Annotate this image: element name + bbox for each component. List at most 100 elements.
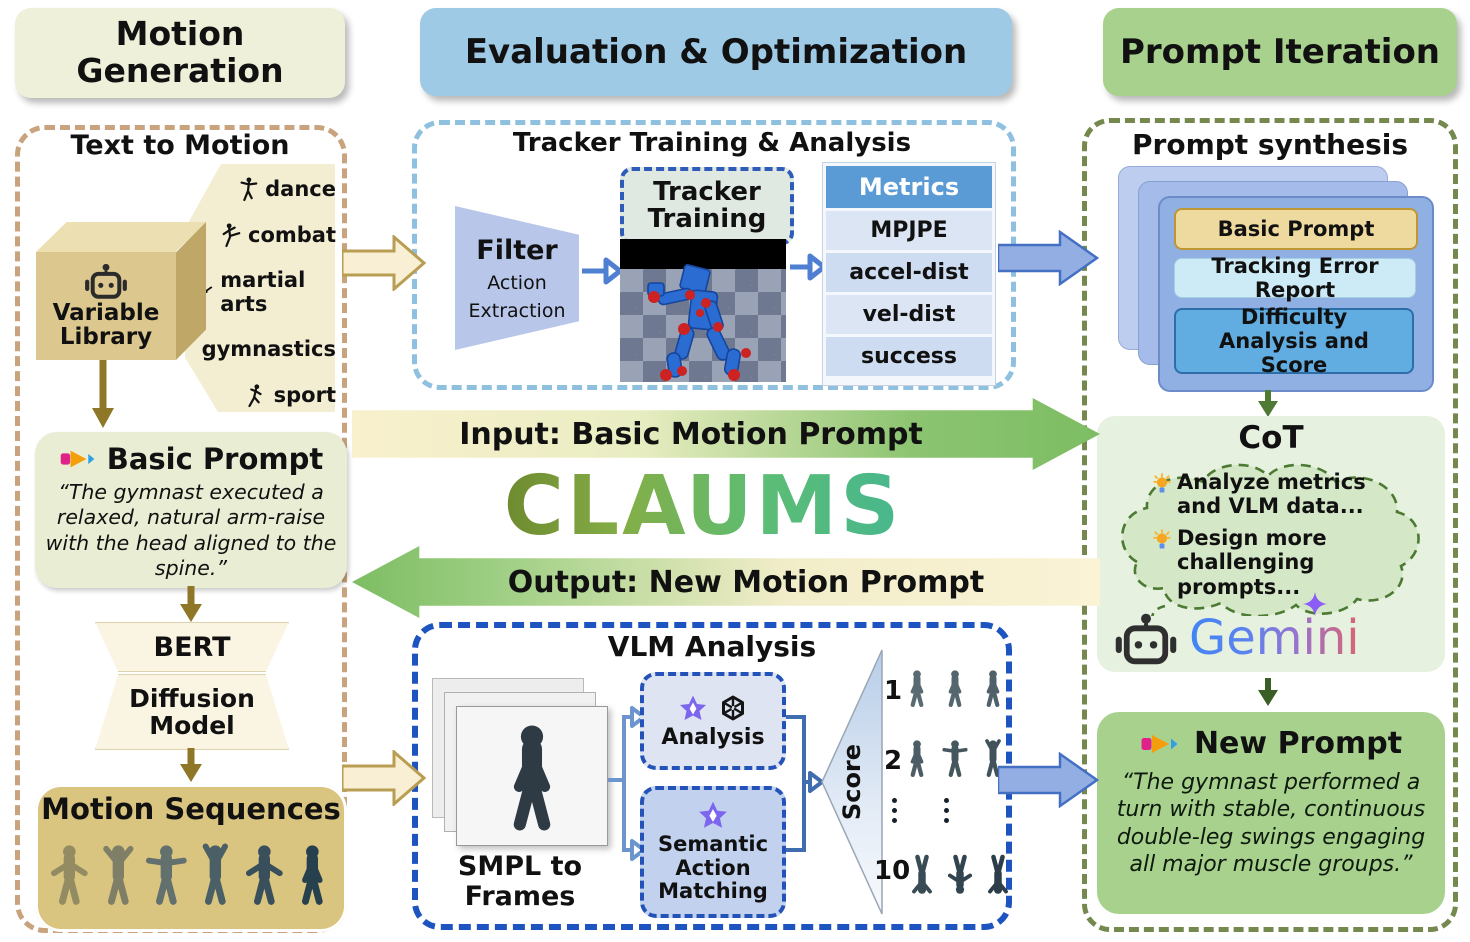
filter-line1: Action bbox=[487, 271, 547, 294]
category-label: gymnastics bbox=[201, 337, 336, 361]
person-silhouette bbox=[902, 658, 932, 718]
gemini-logo: Gemini bbox=[1189, 610, 1360, 666]
tracker-sim-image bbox=[620, 239, 786, 382]
motion-generation-title-label: Motion Generation bbox=[76, 14, 284, 90]
person-silhouette bbox=[191, 828, 240, 920]
thought-cloud bbox=[1121, 463, 1420, 616]
cot-bullets: Analyze metrics and VLM data... Design m… bbox=[1153, 470, 1403, 599]
score-ellipsis bbox=[892, 798, 897, 823]
filter-line2: Extraction bbox=[468, 299, 566, 322]
category-label: martial arts bbox=[220, 268, 306, 316]
bert-block: BERT bbox=[95, 622, 289, 672]
tracker-training-chip: Tracker Training bbox=[620, 167, 794, 245]
basic-prompt-box: Basic Prompt “The gymnast executed a rel… bbox=[35, 432, 347, 588]
motion-sequence-figures bbox=[35, 828, 347, 920]
score-row-10-figures bbox=[906, 842, 1014, 908]
motion-sequences-title: Motion Sequences bbox=[41, 792, 341, 826]
diffusion-model-label: Diffusion Model bbox=[129, 684, 255, 740]
category-item: combat bbox=[196, 222, 336, 248]
vlm-model-icon bbox=[699, 801, 727, 829]
metrics-table: Metrics MPJPE accel-dist vel-dist succes… bbox=[822, 162, 996, 386]
down-arrow-icon bbox=[92, 360, 114, 428]
new-prompt-title: New Prompt bbox=[1193, 726, 1403, 761]
tracker-training-label: Tracker Training bbox=[647, 177, 767, 234]
motion-sequences-box: Motion Sequences bbox=[35, 784, 347, 932]
person-silhouette bbox=[94, 828, 143, 920]
speaker-icon bbox=[1141, 734, 1178, 753]
person-silhouette bbox=[142, 828, 191, 920]
person-silhouette bbox=[489, 717, 575, 835]
right-arrow-icon bbox=[790, 253, 826, 281]
score-triangle bbox=[821, 649, 883, 915]
basic-prompt-quote: “The gymnast executed a relaxed, natural… bbox=[45, 480, 337, 581]
vlm-model-icon bbox=[680, 695, 706, 720]
category-label: dance bbox=[265, 177, 336, 201]
variable-library-cube-top bbox=[36, 222, 206, 252]
right-arrow-icon bbox=[582, 257, 622, 285]
metrics-header: Metrics bbox=[826, 166, 992, 208]
robot-icon bbox=[83, 262, 129, 299]
person-silhouette bbox=[45, 828, 94, 920]
speaker-icon bbox=[60, 450, 95, 468]
category-item: gymnastics bbox=[196, 336, 336, 362]
output-arrow-label: Output: New Motion Prompt bbox=[507, 564, 985, 600]
person-silhouette bbox=[902, 728, 932, 788]
bert-label: BERT bbox=[153, 631, 231, 663]
variable-library-label: Variable Library bbox=[52, 299, 160, 350]
category-item: dance bbox=[196, 176, 336, 202]
person-silhouette-handstand bbox=[906, 842, 938, 908]
flow-arrow-left-top bbox=[342, 235, 426, 291]
person-silhouette-handstand bbox=[944, 842, 976, 908]
green-down-arrow-icon bbox=[1258, 390, 1278, 417]
new-prompt-box: New Prompt “The gymnast performed a turn… bbox=[1097, 712, 1445, 914]
analysis-label: Analysis bbox=[661, 724, 765, 750]
person-silhouette bbox=[940, 728, 970, 788]
category-label: combat bbox=[248, 223, 336, 247]
lightbulb-icon bbox=[1153, 529, 1171, 550]
prompt-iteration-panel bbox=[1082, 118, 1458, 932]
text-to-motion-heading: Text to Motion bbox=[70, 130, 290, 161]
cot-box: CoT Analyze metrics and VLM data... Desi… bbox=[1097, 416, 1445, 672]
sport-icon bbox=[248, 384, 262, 408]
claums-logo-panel: CLAUMS bbox=[487, 454, 919, 558]
vlm-heading: VLM Analysis bbox=[607, 630, 817, 663]
dance-icon bbox=[240, 177, 258, 202]
prompt-synthesis-heading: Prompt synthesis bbox=[1132, 128, 1409, 161]
new-prompt-quote: “The gymnast performed a turn with stabl… bbox=[1116, 770, 1426, 877]
metrics-row: MPJPE bbox=[826, 211, 992, 250]
lightbulb-icon bbox=[1153, 473, 1171, 493]
claums-logo: CLAUMS bbox=[503, 458, 903, 554]
cot-title: CoT bbox=[1238, 420, 1304, 456]
semantic-matching-label: Semantic Action Matching bbox=[658, 832, 769, 904]
score-row-2-figures bbox=[902, 728, 1008, 788]
diffusion-model-block: Diffusion Model bbox=[95, 674, 289, 750]
down-arrow-icon bbox=[180, 748, 202, 782]
smpl-frame-front bbox=[456, 706, 608, 846]
humanoid-robot-figure bbox=[647, 264, 751, 381]
basic-prompt-title: Basic Prompt bbox=[106, 442, 324, 476]
synthesis-card-front: Basic Prompt Tracking Error Report Diffi… bbox=[1158, 196, 1434, 392]
score-level-10: 10 bbox=[874, 856, 911, 886]
sim-image-top-bar bbox=[620, 239, 786, 269]
green-down-arrow-icon bbox=[1258, 678, 1278, 706]
category-label: sport bbox=[273, 383, 336, 407]
filter-block: Filter Action Extraction bbox=[455, 206, 579, 350]
openai-icon bbox=[722, 695, 744, 720]
motion-generation-title: Motion Generation bbox=[15, 8, 345, 98]
tracker-panel-heading: Tracker Training & Analysis bbox=[512, 128, 912, 158]
robot-icon bbox=[1113, 612, 1179, 668]
metrics-row: vel-dist bbox=[826, 295, 992, 334]
metrics-row: success bbox=[826, 337, 992, 376]
filter-title: Filter bbox=[476, 234, 558, 266]
score-label: Score bbox=[838, 743, 866, 821]
combat-icon bbox=[222, 223, 241, 248]
tracking-error-report-chip: Tracking Error Report bbox=[1174, 254, 1416, 302]
metrics-to-synthesis-arrow bbox=[998, 230, 1100, 286]
category-item: martial arts bbox=[196, 268, 336, 316]
basic-prompt-chip: Basic Prompt bbox=[1174, 208, 1418, 250]
analysis-chip: Analysis bbox=[640, 672, 786, 770]
person-silhouette bbox=[288, 828, 337, 920]
down-arrow-icon bbox=[180, 586, 202, 622]
score-ellipsis bbox=[944, 798, 949, 823]
